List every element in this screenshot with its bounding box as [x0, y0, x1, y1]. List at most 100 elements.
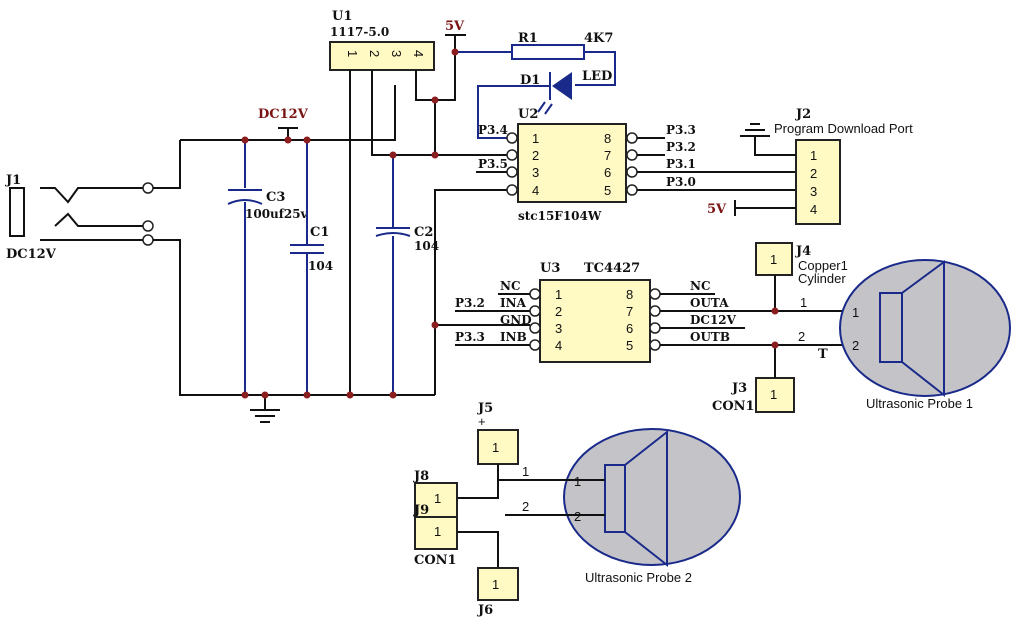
j3-pin: 1: [770, 387, 777, 402]
u2-net-p33: P3.3: [666, 123, 696, 137]
j2-pin-4: 4: [810, 202, 817, 217]
u1-pin-3: 3: [389, 50, 404, 57]
j6-connector: 1 J6: [477, 567, 519, 618]
probe2-pin-1: 1: [574, 474, 581, 489]
probe1-pin-1: 1: [852, 305, 859, 320]
junction-dots: [241, 48, 779, 399]
c3-capacitor: C3 100uf25v: [227, 140, 309, 395]
j8-ref: J8: [413, 469, 429, 484]
d1-led: D1 LED: [477, 69, 612, 139]
probe1-pin-2: 2: [852, 338, 859, 353]
j1-value: DC12V: [6, 247, 57, 262]
j4-connector: 1 J4 Copper1 Cylinder: [755, 242, 848, 311]
j3-ref: J3: [731, 381, 747, 396]
probe2-wire-2: 2: [522, 499, 529, 514]
u2-ref: U2: [518, 107, 538, 122]
j3-value: CON1: [712, 399, 755, 414]
j5-ref: J5: [477, 401, 493, 416]
u3-name-outa: OUTA: [690, 296, 729, 310]
u2-pin-4: 4: [532, 183, 539, 198]
u1-part: 1117-5.0: [330, 25, 389, 39]
u2-net-p32: P3.2: [666, 140, 696, 154]
probe1-wire-2: 2: [798, 329, 805, 344]
j2-pin-2: 2: [810, 166, 817, 181]
u2-pin-1: 1: [532, 131, 539, 146]
u2-part: stc15F104W: [518, 209, 602, 223]
j2-ref: J2: [795, 107, 811, 122]
c1-ref: C1: [310, 225, 329, 240]
probe1-wire-1: 1: [800, 295, 807, 310]
u1-regulator: U1 1117-5.0 1 2 3 4: [329, 9, 512, 395]
u3-pin-5: 5: [626, 338, 633, 353]
d1-ref: D1: [520, 73, 540, 88]
u1-pin-4: 4: [411, 50, 426, 57]
j9-pin: 1: [434, 524, 441, 539]
5v-net-label: 5V: [445, 19, 465, 34]
probe1-label: Ultrasonic Probe 1: [866, 396, 973, 411]
c2-value: 104: [414, 239, 439, 253]
u2-mcu: U2 stc15F104W 1 2 3 4 8 7 6 5 P3.4 P3.5 …: [476, 107, 796, 223]
j2-5v-label: 5V: [707, 202, 727, 217]
j4-ref: J4: [795, 244, 811, 259]
probe2-pin-2: 2: [574, 509, 581, 524]
c1-value: 104: [308, 259, 333, 273]
j4-label-1: Copper1: [798, 258, 848, 273]
u1-pin-1: 1: [345, 50, 360, 57]
u3-name-inb: INB: [500, 330, 527, 344]
c2-capacitor: C2 104: [375, 155, 439, 395]
j4-label-2: Cylinder: [798, 271, 846, 286]
power-rails: [153, 85, 530, 423]
u2-pin-5: 5: [604, 183, 611, 198]
dc12v-net-label: DC12V: [258, 107, 309, 122]
u2-pin-6: 6: [604, 165, 611, 180]
j6-ref: J6: [477, 603, 493, 618]
u2-pin-2: 2: [532, 148, 539, 163]
u2-net-p34: P3.4: [478, 123, 508, 137]
j8-pin: 1: [434, 491, 441, 506]
u2-pin-8: 8: [604, 131, 611, 146]
j5-pin: 1: [492, 440, 499, 455]
j8-j9-connectors: J8 1 J9 1 CON1: [413, 469, 499, 568]
probe1-t-label: T: [818, 347, 828, 362]
u3-name-nc-right: NC: [690, 279, 711, 293]
j9-value: CON1: [414, 553, 457, 568]
u3-pin-1: 1: [555, 287, 562, 302]
c2-ref: C2: [414, 225, 433, 240]
u3-name-nc-left: NC: [500, 279, 521, 293]
j6-pin: 1: [492, 577, 499, 592]
d1-value: LED: [582, 69, 612, 84]
j2-label: Program Download Port: [774, 121, 913, 136]
ultrasonic-probe-2: 1 2 1 2 Ultrasonic Probe 2: [498, 428, 741, 585]
u3-part: TC4427: [584, 261, 640, 276]
u3-pin-2: 2: [555, 304, 562, 319]
ultrasonic-probe-1: 1 2 T 1 2 Ultrasonic Probe 1: [798, 259, 1011, 411]
j4-pin: 1: [770, 252, 777, 267]
u3-ref: U3: [540, 261, 560, 276]
u2-pin-7: 7: [604, 148, 611, 163]
u3-pin-8: 8: [626, 287, 633, 302]
j1-ref: J1: [5, 173, 21, 188]
u3-net-p32: P3.2: [455, 296, 485, 310]
u3-net-p33: P3.3: [455, 330, 485, 344]
j5-plus: +: [478, 414, 486, 429]
u2-net-p31: P3.1: [666, 157, 696, 171]
u2-pin-3: 3: [532, 165, 539, 180]
probe2-label: Ultrasonic Probe 2: [585, 570, 692, 585]
u2-net-p35: P3.5: [478, 157, 508, 171]
u3-name-ina: INA: [500, 296, 527, 310]
probe2-wire-1: 1: [522, 464, 529, 479]
j9-ref: J9: [413, 503, 429, 518]
u3-pin-3: 3: [555, 321, 562, 336]
r1-resistor: R1 4K7: [511, 31, 616, 86]
u3-name-dc12v: DC12V: [690, 313, 737, 327]
u3-pin-4: 4: [555, 338, 562, 353]
u3-pin-7: 7: [626, 304, 633, 319]
c3-ref: C3: [266, 190, 285, 205]
u2-net-p30: P3.0: [666, 175, 696, 189]
j2-pin-3: 3: [810, 184, 817, 199]
r1-ref: R1: [518, 31, 538, 46]
j2-program-port: J2 Program Download Port 1 2 3 4 5V: [707, 107, 913, 225]
c1-capacitor: C1 104: [290, 140, 333, 395]
j1-dc-jack: J1 DC12V: [5, 173, 154, 262]
